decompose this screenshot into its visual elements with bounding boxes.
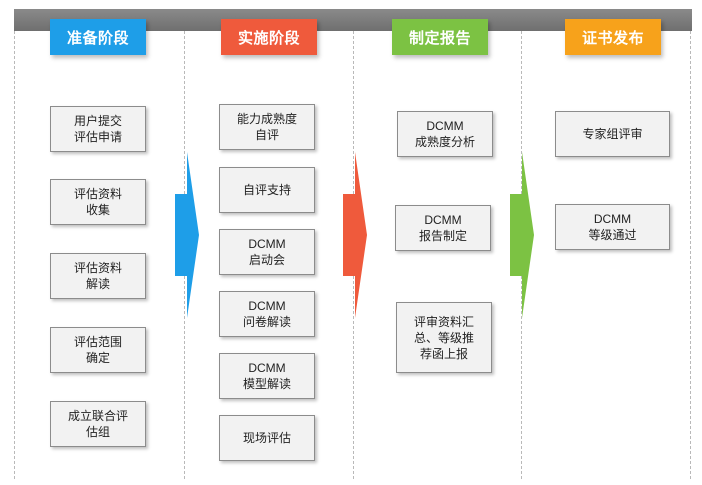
stage-prep-header: 准备阶段 [50,19,146,55]
step-impl-kickoff: DCMM 启动会 [219,229,315,275]
step-cert-level-approved: DCMM 等级通过 [555,204,670,250]
step-report-maturity-analysis: DCMM 成熟度分析 [397,111,493,157]
flow-arrow-report-to-cert [510,152,534,318]
step-impl-self-assessment: 能力成熟度 自评 [219,104,315,150]
step-prep-form-team: 成立联合评 估组 [50,401,146,447]
step-impl-questionnaire: DCMM 问卷解读 [219,291,315,337]
column-divider [690,31,691,479]
stage-report-header: 制定报告 [392,19,488,55]
step-prep-submit-application: 用户提交 评估申请 [50,106,146,152]
step-impl-self-assessment-support: 自评支持 [219,167,315,213]
step-cert-expert-review: 专家组评审 [555,111,670,157]
step-impl-onsite-assessment: 现场评估 [219,415,315,461]
step-report-submit-recommendation: 评审资料汇 总、等级推 荐函上报 [396,302,492,373]
stage-impl-header: 实施阶段 [221,19,317,55]
flow-arrow-prep-to-impl [175,152,199,318]
column-divider [14,31,15,479]
step-impl-model-interpretation: DCMM 模型解读 [219,353,315,399]
step-prep-interpret-materials: 评估资料 解读 [50,253,146,299]
stage-cert-header: 证书发布 [565,19,661,55]
step-prep-define-scope: 评估范围 确定 [50,327,146,373]
step-report-drafting: DCMM 报告制定 [395,205,491,251]
step-prep-collect-materials: 评估资料 收集 [50,179,146,225]
header-bar [14,9,692,31]
flow-arrow-impl-to-report [343,152,367,318]
